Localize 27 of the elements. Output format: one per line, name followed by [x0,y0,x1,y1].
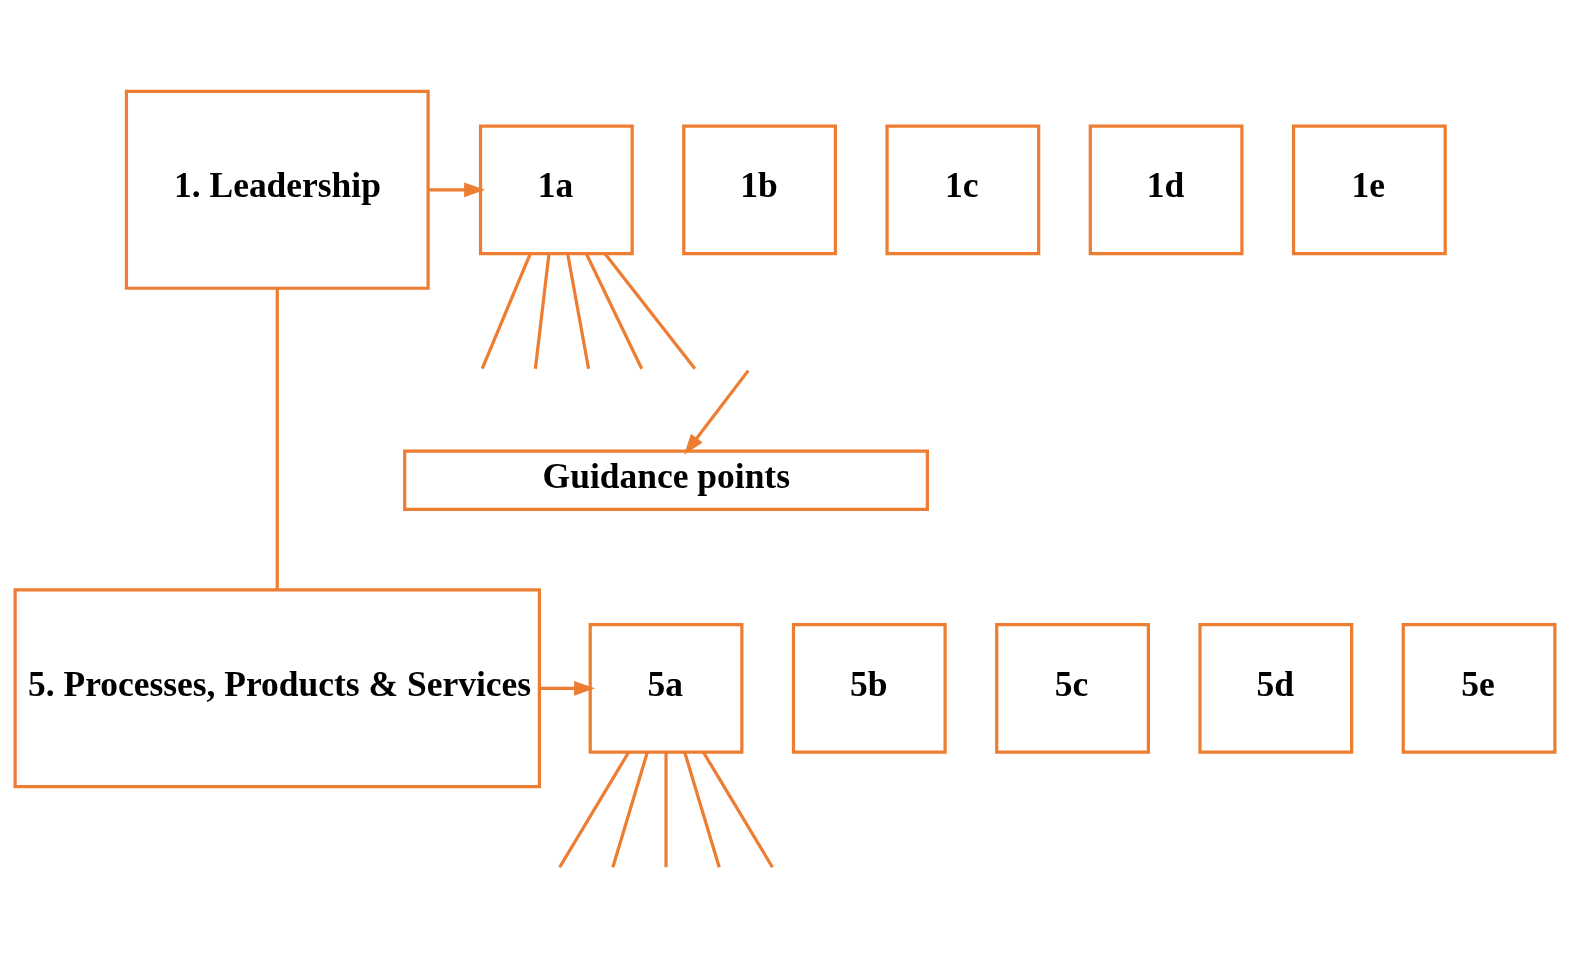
node-box: 5a [588,623,744,754]
connector [611,752,649,868]
arrow [684,369,750,455]
node-box: 1. Leadership [124,89,430,290]
node-box: 1b [682,124,838,256]
node-box: 5c [995,623,1150,754]
arrow [428,182,486,198]
arrow [540,680,596,696]
connector [558,751,630,869]
connector [585,253,644,370]
node-box: 1d [1088,124,1244,256]
node-box: 5e [1401,623,1557,754]
connector [702,751,774,869]
connector [664,752,668,868]
connector [566,253,591,370]
connector [533,253,551,369]
node-box: 1a [478,124,634,256]
node-box: 1c [885,124,1041,256]
node-box: 5b [791,623,947,754]
node-box: Guidance points [403,449,929,511]
node-box: 1e [1291,124,1447,256]
connector [275,288,279,590]
connector [683,752,721,868]
node-box: 5. Processes, Products & Services [13,588,541,789]
node-box: 5d [1198,623,1354,754]
connector [480,253,532,370]
connector [603,253,697,370]
